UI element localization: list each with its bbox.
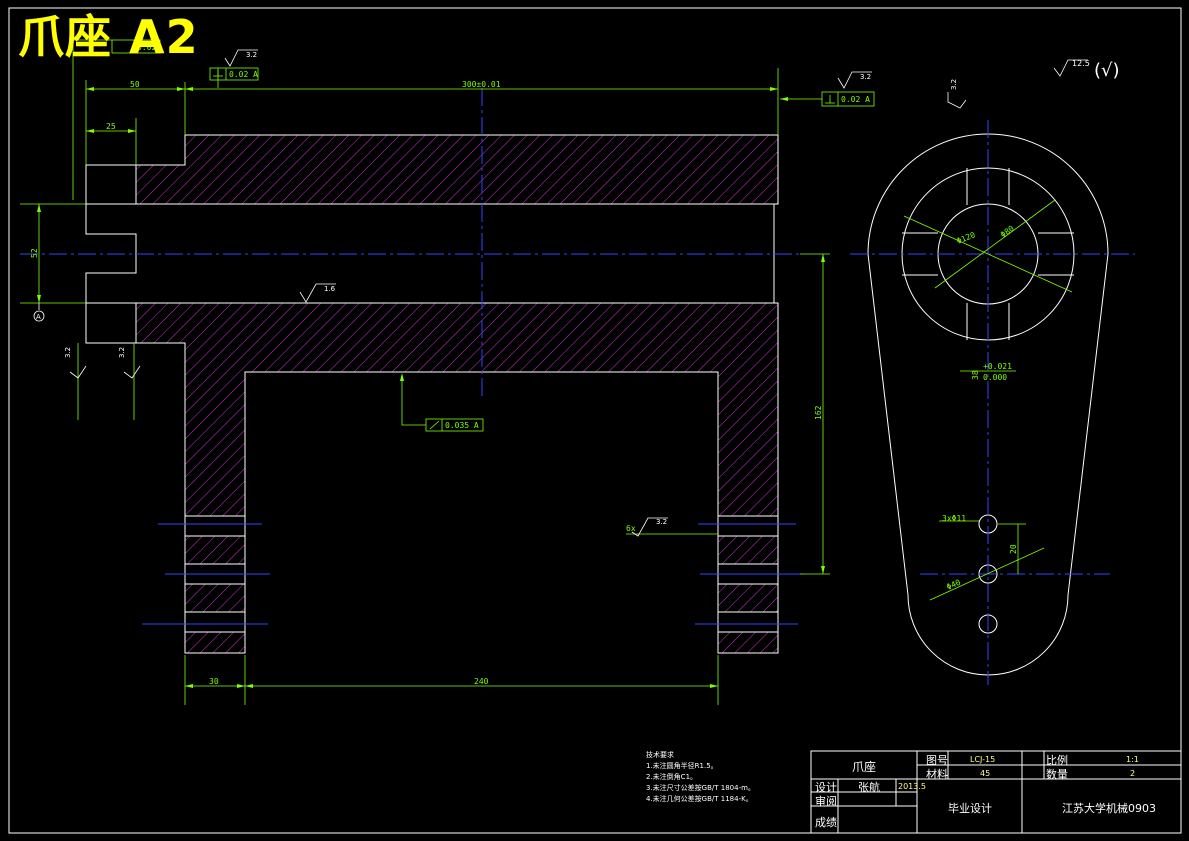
section-u-body [135,302,779,654]
dim-tol-top: +0.021 [983,362,1012,371]
note-1: 1.未注圆角半径R1.5。 [646,762,718,770]
note-3: 3.未注尺寸公差按GB/T 1804-m。 [646,784,755,792]
tb-scale-label: 比例 [1046,754,1068,767]
roughness-global: 12.5 [1072,59,1090,68]
dim-25: 25 [106,122,116,131]
front-view [20,88,804,654]
dim-20: 20 [1009,544,1018,554]
tb-project: 毕业设计 [948,802,992,815]
roughness-3-2-d: 3.2 [64,347,72,358]
technical-notes: 技术要求 1.未注圆角半径R1.5。 2.未注倒角C1。 3.未注尺寸公差按GB… [646,750,755,805]
dim-phi40: Φ40 [945,578,962,592]
tb-drawing-no-value: LCJ-15 [970,755,996,764]
tb-part-name: 爪座 [852,760,877,774]
dim-240: 240 [474,677,489,686]
roughness-3-2-c: 3.2 [656,518,667,526]
tb-designer-label: 设计 [815,781,837,794]
tb-date: 2013.5 [898,782,926,791]
arrow-heads [37,87,825,688]
note-4: 4.未注几何公差按GB/T 1184-K。 [646,795,753,803]
dim-300: 300±0.01 [462,80,501,89]
drawing-border [8,7,1182,834]
roughness-symbols [69,49,1088,537]
tol-perp-right: 0.02 A [841,95,870,104]
tb-material-value: 45 [980,769,991,778]
tol-mid: 0.035 A [445,421,479,430]
tolerance-frame-mid: 0.035 A [425,418,484,432]
tol-flat-top: 0.02 A [229,70,258,79]
tb-material-label: 材料 [926,768,948,781]
notes-heading: 技术要求 [646,751,674,759]
dim-phi80: Φ80 [999,224,1016,240]
tb-designer-name: 张航 [858,781,880,794]
roughness-global-suffix: (√) [1094,60,1120,81]
dim-30: 30 [209,677,219,686]
dim-162: 162 [814,405,823,420]
note-2: 2.未注倒角C1。 [646,773,698,781]
datum-symbol: A [33,303,45,322]
section-top-bar [135,134,779,205]
front-dimensions [20,39,830,705]
roughness-3-2-e: 3.2 [118,347,126,358]
svg-text:A: A [36,313,41,321]
dim-hole3: 3xΦ11 [942,514,966,523]
dim-50: 50 [130,80,140,89]
roughness-1-6: 1.6 [324,285,336,293]
tb-reviewer-label: 审阅 [815,795,837,808]
tolerance-frame-flat: 0.02 A [209,67,259,81]
side-dimensions [903,199,1073,601]
tb-drawing-no-label: 图号 [926,754,948,767]
dim-6x: 6x [626,524,636,533]
tb-qty-value: 2 [1130,769,1136,778]
title-block [810,750,1182,834]
dim-38: 38 [971,370,980,380]
tol-perp-top-left: 0.02 [137,43,156,52]
tb-scale-value: 1:1 [1126,755,1139,764]
roughness-3-2-f: 3.2 [950,79,958,90]
tb-school: 江苏大学机械0903 [1062,802,1156,815]
side-centerlines [850,120,1135,685]
tb-grade-label: 成绩 [815,816,837,829]
tb-qty-label: 数量 [1046,768,1068,781]
dim-phi120: Φ120 [955,230,976,246]
roughness-3-2-a: 3.2 [246,51,257,59]
dim-52: 52 [30,248,39,258]
drawing-title: 爪座 A2 [18,10,199,64]
roughness-3-2-b: 3.2 [860,73,871,81]
dim-tol-bot: 0.000 [983,373,1007,382]
tolerance-frame-top-left: 0.02 [111,39,161,54]
tolerance-frame-right: 0.02 A [821,91,875,107]
side-outline [867,133,1109,676]
